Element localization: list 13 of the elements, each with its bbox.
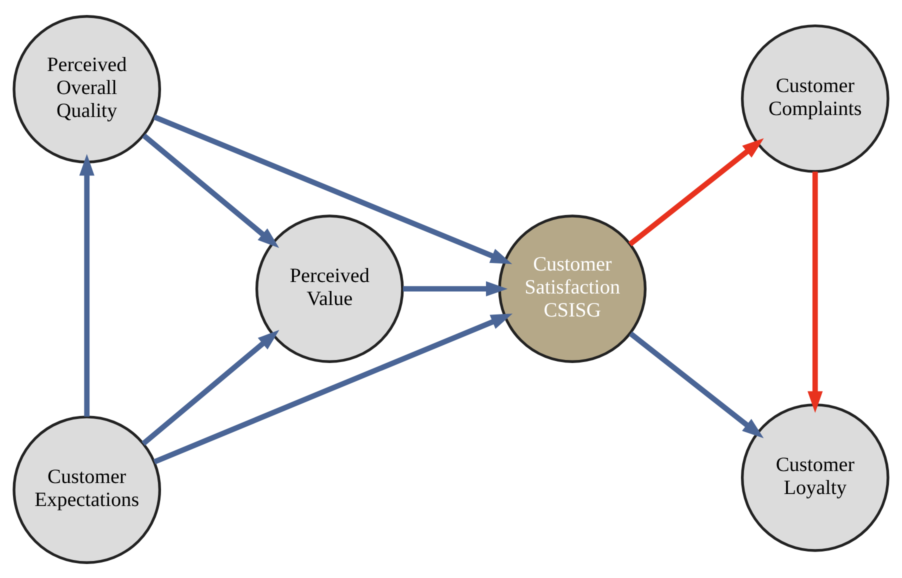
arrow [142, 132, 280, 248]
node-circle: Customer Expectations [12, 415, 162, 564]
arrow [79, 153, 94, 416]
node-circle: Perceived Value [255, 214, 404, 362]
arrow [628, 330, 764, 438]
arrow [142, 329, 280, 446]
arrow [628, 138, 764, 246]
arrow [403, 280, 508, 296]
node-circle: Perceived Overall Quality [12, 14, 162, 163]
node-circle: Customer Satisfaction CSISG [498, 214, 647, 362]
arrow [808, 171, 823, 412]
arrow [153, 114, 512, 264]
arrow [153, 313, 513, 464]
